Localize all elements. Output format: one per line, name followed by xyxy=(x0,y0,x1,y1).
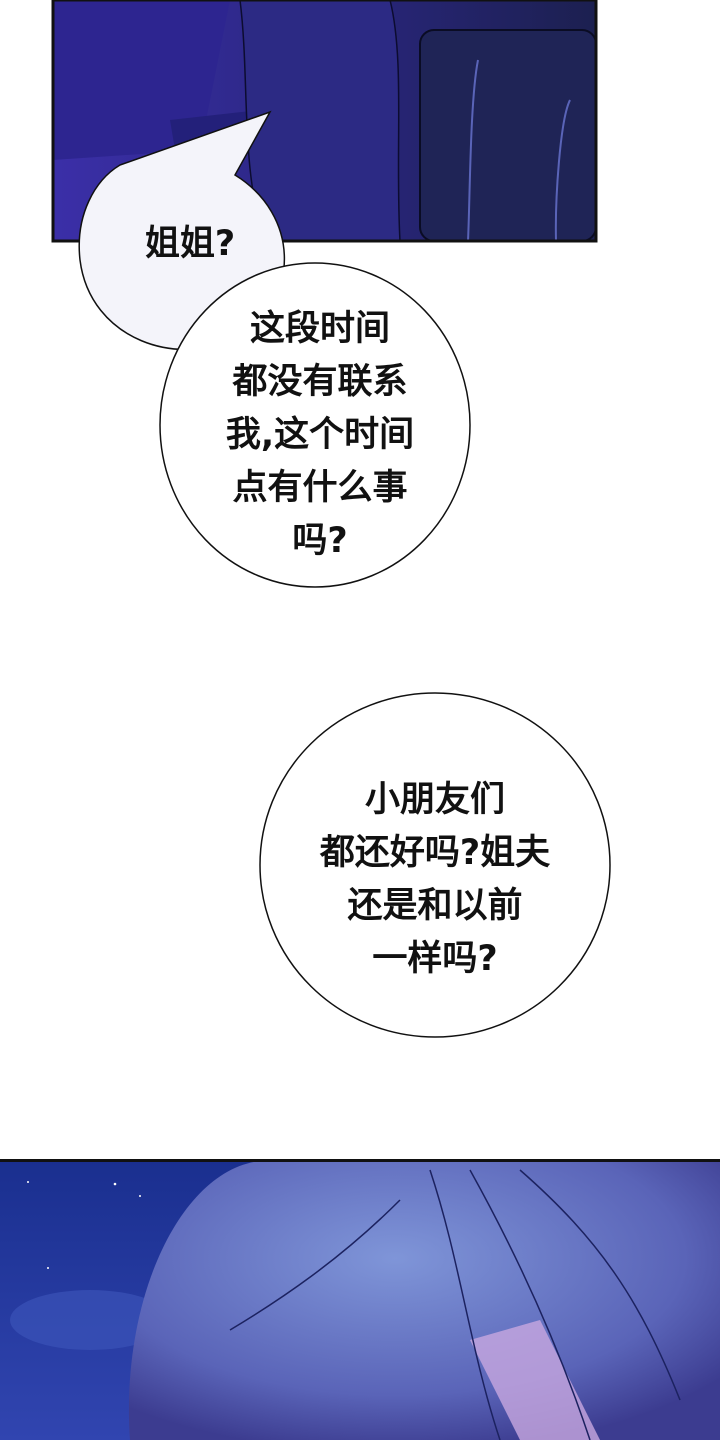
bubble-line: 这段时间 xyxy=(249,309,390,349)
speech-bubble-3-text: 小朋友们 都还好吗?姐夫 还是和以前 一样吗? xyxy=(285,774,585,986)
bubble-line: 小朋友们 xyxy=(364,780,505,820)
speech-bubble-3-shape xyxy=(259,692,611,1038)
bubble-line: 一样吗? xyxy=(372,939,498,979)
bubble-line: 我,这个时间 xyxy=(225,415,415,455)
speech-bubble-2-shape xyxy=(159,262,471,588)
speech-bubble-1-text: 姐姐? xyxy=(120,218,260,271)
bubble-line: 都没有联系 xyxy=(232,362,408,402)
bubble-line: 姐姐? xyxy=(144,224,236,264)
bottom-panel xyxy=(0,1159,720,1440)
bubble-line: 还是和以前 xyxy=(347,886,523,926)
bubble-line: 点有什么事 xyxy=(232,468,408,508)
bubble-line: 吗? xyxy=(292,521,348,561)
speech-bubble-2-text: 这段时间 都没有联系 我,这个时间 点有什么事 吗? xyxy=(175,303,465,568)
bubble-line: 都还好吗?姐夫 xyxy=(319,833,551,873)
